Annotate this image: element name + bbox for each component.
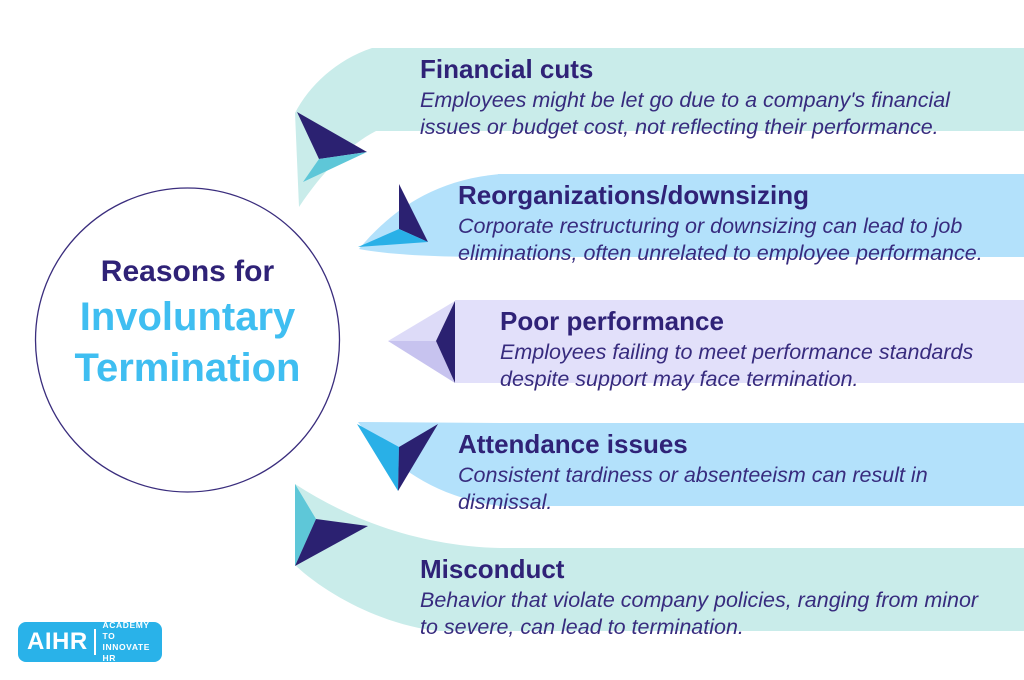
origami-arrow-icon xyxy=(388,341,455,383)
origami-arrow-icon xyxy=(388,301,455,341)
banner-reorganizations-body xyxy=(498,174,1024,257)
reason-reorganizations: Reorganizations/downsizing Corporate res… xyxy=(458,180,1013,267)
origami-arrow-icon xyxy=(399,184,428,242)
page-title-line1: Reasons for xyxy=(100,255,275,288)
reason-title: Misconduct xyxy=(420,554,565,584)
reason-description: Behavior that violate company policies, … xyxy=(420,588,979,639)
origami-arrow-icon xyxy=(436,301,455,383)
banner-poor-performance-body xyxy=(455,300,1024,383)
origami-arrow-icon xyxy=(398,424,438,491)
origami-arrow-icon xyxy=(297,112,367,159)
banner-misconduct-endcap xyxy=(295,484,500,631)
banner-attendance-body xyxy=(498,423,1024,506)
reason-description: Consistent tardiness or absenteeism can … xyxy=(458,463,928,514)
title-circle xyxy=(34,187,341,493)
origami-arrow-icon xyxy=(357,424,399,491)
reason-title: Reorganizations/downsizing xyxy=(458,180,810,210)
page-title: Reasons for Involuntary Termination xyxy=(36,252,339,394)
reason-title: Attendance issues xyxy=(458,429,688,459)
logo-tagline: ACADEMY TO INNOVATE HR xyxy=(103,620,162,664)
page-title-line3: Termination xyxy=(74,346,301,390)
reason-description: Employees might be let go due to a compa… xyxy=(420,88,950,139)
reason-misconduct: Misconduct Behavior that violate company… xyxy=(420,554,995,641)
banner-attendance-endcap xyxy=(358,422,500,506)
aihr-logo: AIHR ACADEMY TO INNOVATE HR xyxy=(18,620,162,664)
origami-arrow-icon xyxy=(303,152,367,182)
reason-financial-cuts: Financial cuts Employees might be let go… xyxy=(420,54,980,141)
logo-tagline-line2: INNOVATE HR xyxy=(102,642,150,663)
reason-poor-performance: Poor performance Employees failing to me… xyxy=(500,306,1000,393)
origami-arrow-icon xyxy=(358,229,428,247)
banner-financial-cuts-endcap xyxy=(295,48,500,207)
banner-misconduct-body xyxy=(498,548,1024,631)
reason-title: Financial cuts xyxy=(420,54,594,84)
aihr-logo-text: AIHR xyxy=(27,628,88,655)
page-title-line2: Involuntary xyxy=(79,295,296,339)
reason-attendance-issues: Attendance issues Consistent tardiness o… xyxy=(458,429,968,516)
logo-tagline-line1: ACADEMY TO xyxy=(102,620,150,641)
origami-arrow-icon xyxy=(295,484,316,566)
logo-divider xyxy=(93,629,96,655)
banner-financial-cuts-body xyxy=(498,48,1024,131)
reason-description: Employees failing to meet performance st… xyxy=(500,340,974,391)
reason-description: Corporate restructuring or downsizing ca… xyxy=(458,214,983,265)
origami-arrow-icon xyxy=(295,519,368,566)
reason-title: Poor performance xyxy=(500,306,724,336)
